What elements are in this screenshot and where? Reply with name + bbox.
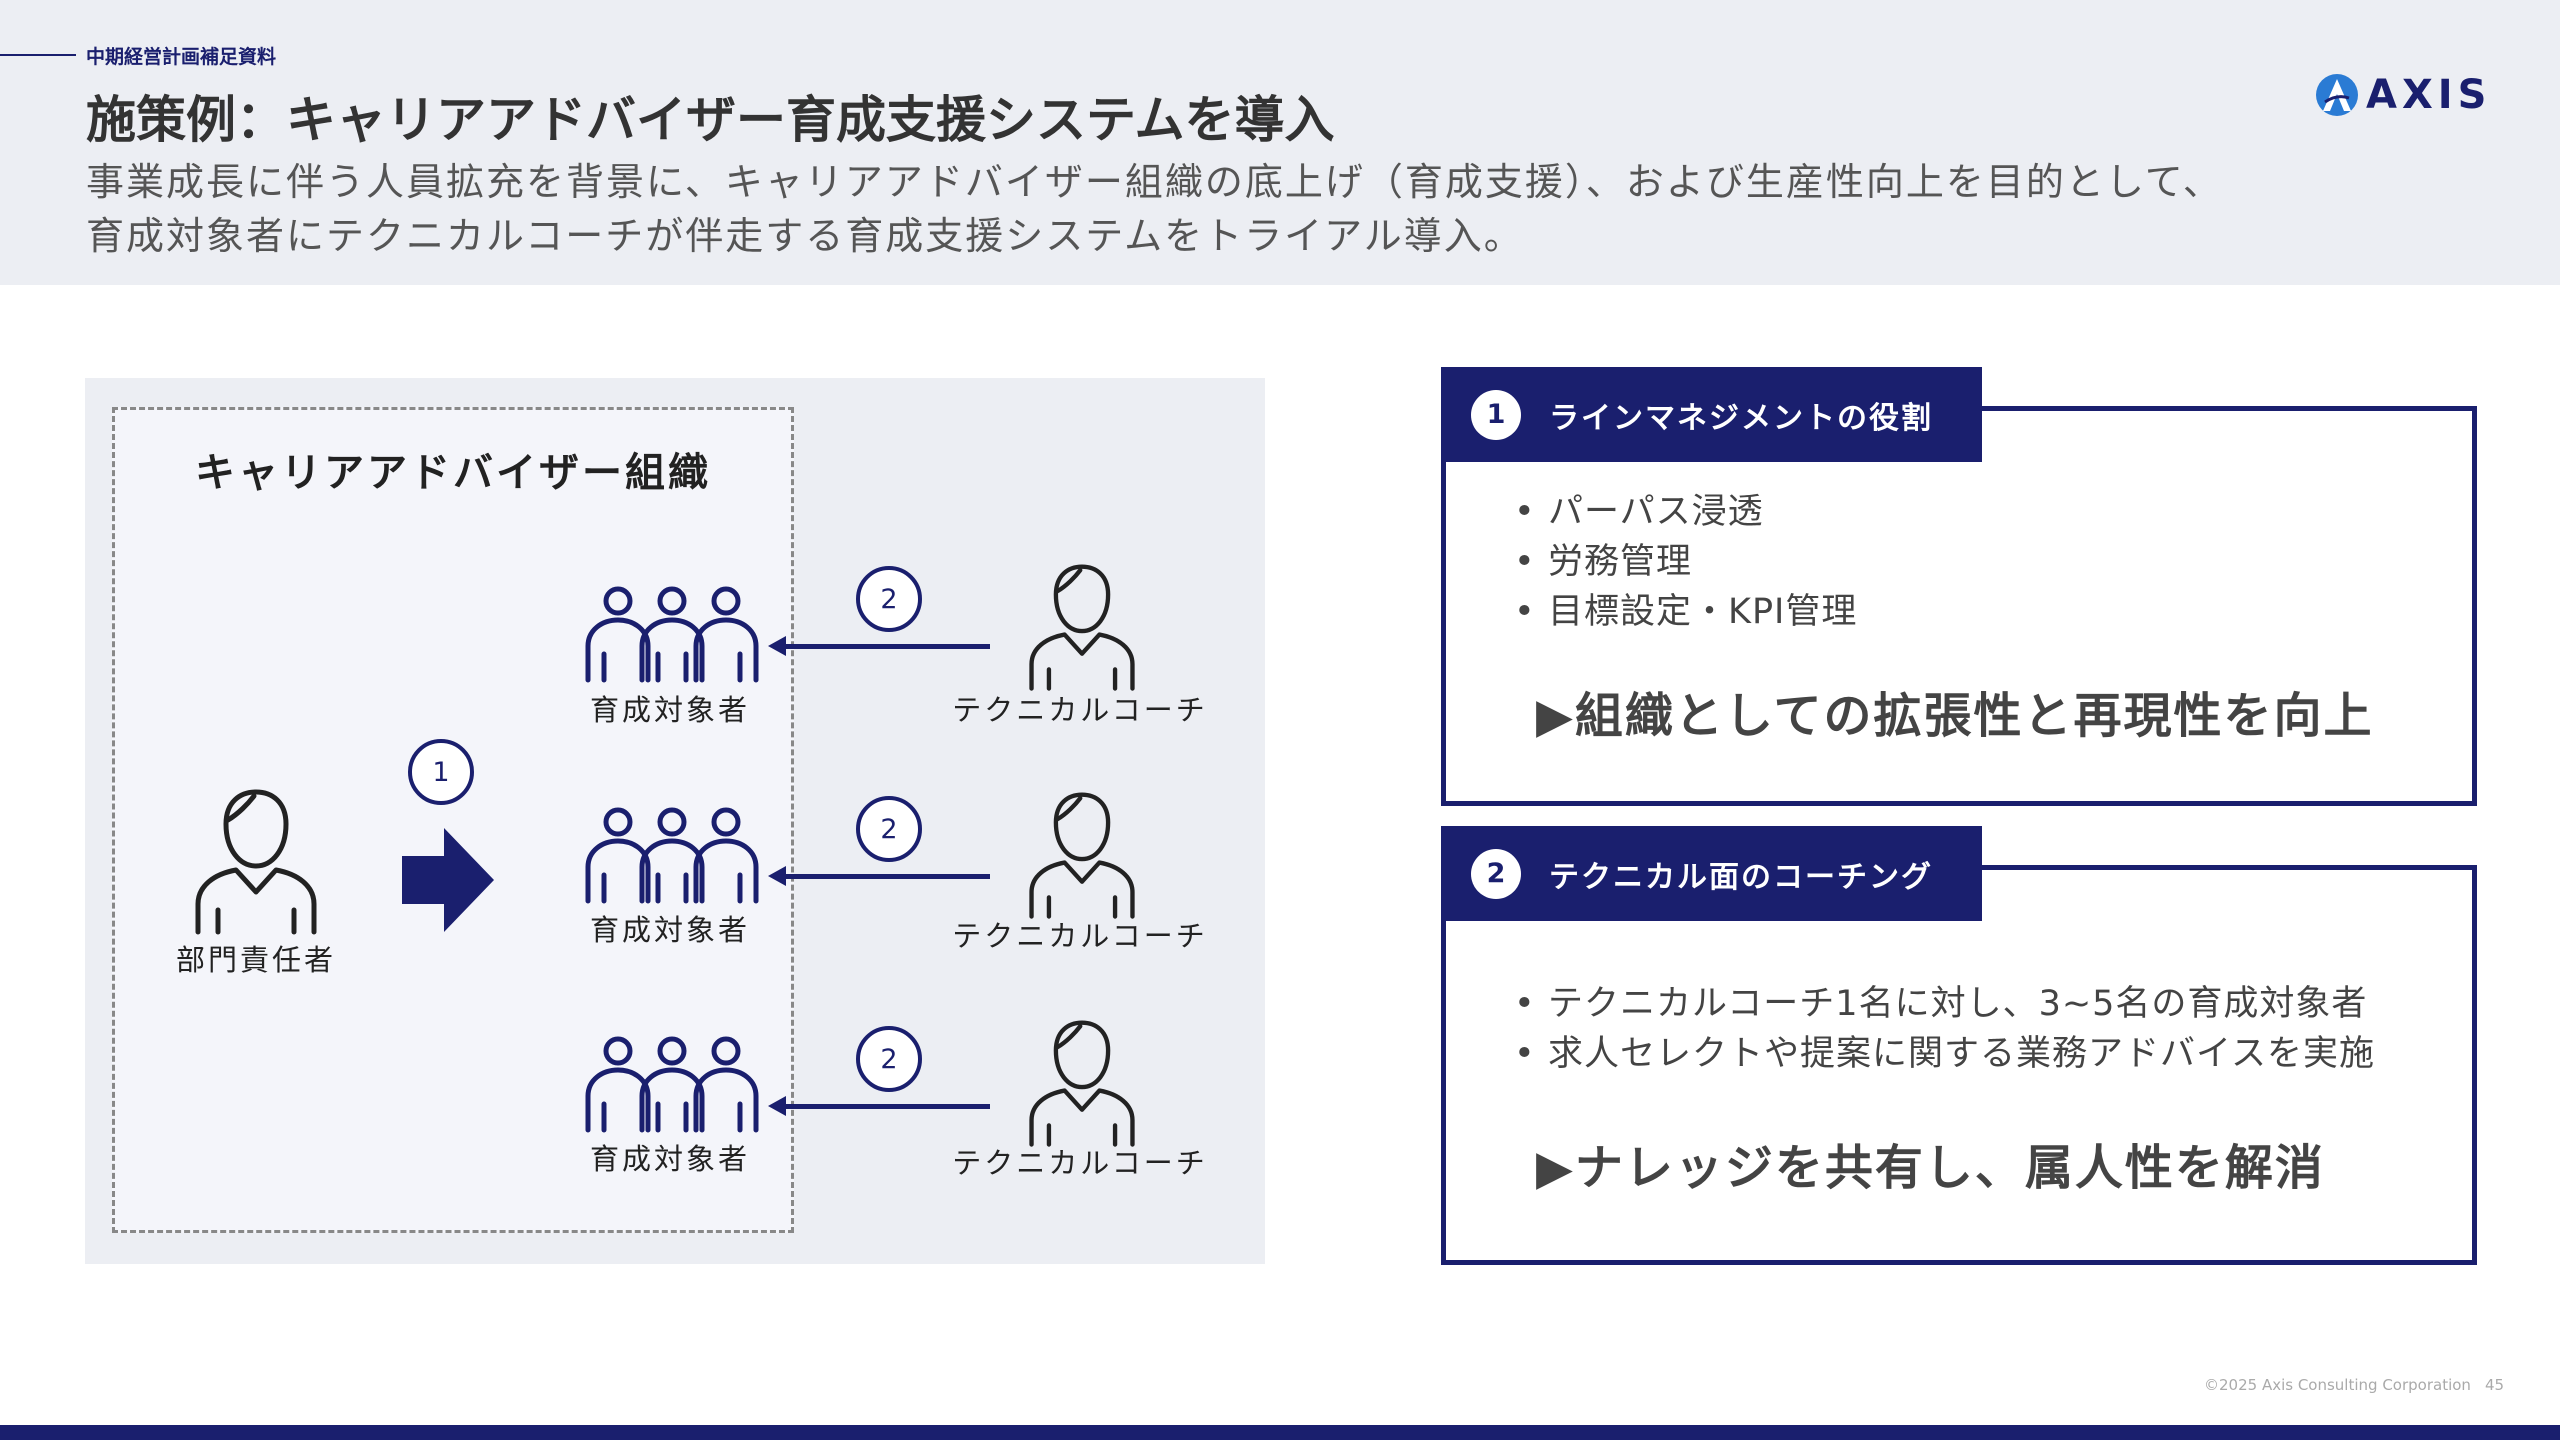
trainee-group-icon [585,807,759,904]
panel-2-bullets: テクニカルコーチ1名に対し、3~5名の育成対象者 求人セレクトや提案に関する業務… [1508,979,2375,1079]
bullet-item: パーパス浸透 [1508,487,1857,537]
coach-label: テクニカルコーチ [952,693,1208,727]
bullet-item: テクニカルコーチ1名に対し、3~5名の育成対象者 [1508,979,2375,1029]
panel-2-tab: 2 テクニカル面のコーチング [1441,826,1982,921]
coach-person-icon [1029,564,1135,691]
page-title: 施策例：キャリアアドバイザー育成支援システムを導入 [86,91,1335,149]
panel-2-number: 2 [1471,848,1521,899]
panel-1-conclusion: ▶組織としての拡張性と再現性を向上 [1536,688,2374,744]
org-box [112,407,794,1233]
section-label-line [0,54,76,56]
bullet-item: 目標設定・KPI管理 [1508,587,1857,637]
panel-2-conclusion: ▶ナレッジを共有し、属人性を解消 [1536,1140,2325,1196]
trainee-group-icon [585,1036,759,1133]
panel-2-title: テクニカル面のコーチング [1549,859,1933,895]
step-2-badge: 2 [856,796,922,862]
step-1-badge: 1 [408,739,474,805]
panel-1-number: 1 [1471,389,1521,440]
right-arrow-icon [402,828,494,932]
step-2-badge: 2 [856,1026,922,1092]
copyright: ©2025 Axis Consulting Corporation [2204,1376,2471,1394]
manager-person-icon [195,789,317,935]
coaching-arrow [786,644,990,649]
coach-label: テクニカルコーチ [952,1146,1208,1180]
panel-1-tab: 1 ラインマネジメントの役割 [1441,367,1982,462]
bottom-bar [0,1425,2560,1440]
logo-text: AXIS [2366,72,2492,118]
section-label: 中期経営計画補足資料 [86,46,277,68]
manager-label: 部門責任者 [175,943,337,977]
trainee-label: 育成対象者 [589,913,751,947]
lead-line-1: 事業成長に伴う人員拡充を背景に、キャリアアドバイザー組織の底上げ（育成支援）、お… [86,160,2223,204]
coaching-arrow [786,874,990,879]
header-band [0,0,2560,285]
coaching-arrow [786,1104,990,1109]
page-number: 45 [2485,1376,2505,1394]
coach-person-icon [1029,792,1135,919]
axis-logo: AXIS [2314,70,2492,120]
panel-1-bullets: パーパス浸透 労務管理 目標設定・KPI管理 [1508,487,1857,637]
trainee-group-icon [585,586,759,683]
org-title: キャリアアドバイザー組織 [195,450,711,496]
arrowhead [768,866,786,886]
step-2-badge: 2 [856,566,922,632]
coach-label: テクニカルコーチ [952,919,1208,953]
arrowhead [768,1096,786,1116]
arrowhead [768,636,786,656]
lead-text: 事業成長に伴う人員拡充を背景に、キャリアアドバイザー組織の底上げ（育成支援）、お… [86,155,2223,263]
bullet-item: 求人セレクトや提案に関する業務アドバイスを実施 [1508,1029,2375,1079]
coach-person-icon [1029,1020,1135,1147]
bullet-item: 労務管理 [1508,537,1857,587]
panel-1-title: ラインマネジメントの役割 [1549,400,1933,436]
trainee-label: 育成対象者 [589,1142,751,1176]
trainee-label: 育成対象者 [589,693,751,727]
lead-line-2: 育成対象者にテクニカルコーチが伴走する育成支援システムをトライアル導入。 [86,214,1524,258]
axis-logo-icon [2316,74,2358,116]
